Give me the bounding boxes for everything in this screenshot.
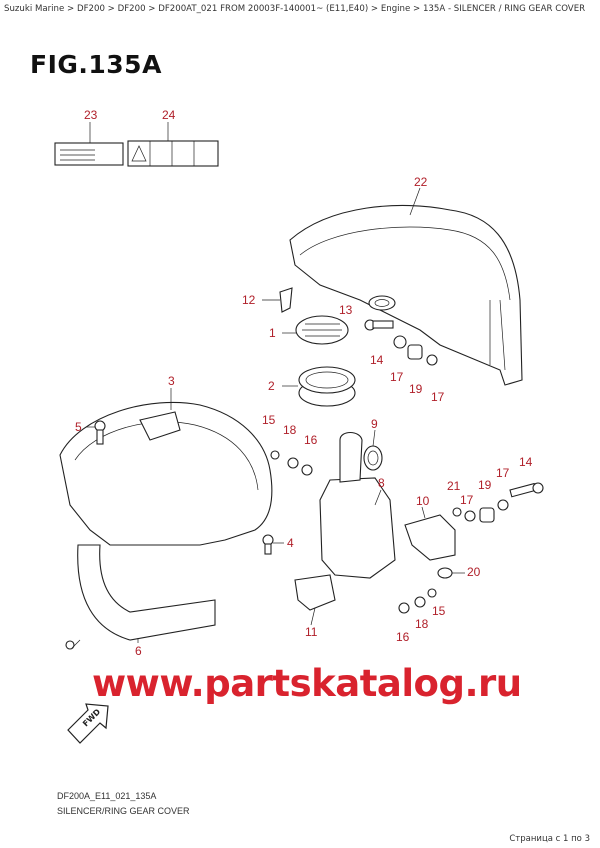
callout-8: 8 [378, 476, 385, 490]
bolt-4 [262, 534, 284, 555]
callout-16: 16 [304, 433, 318, 447]
callout-24: 24 [162, 108, 176, 122]
breadcrumb[interactable]: Suzuki Marine > DF200 > DF200 > DF200AT_… [4, 4, 586, 14]
callout-9: 9 [371, 417, 378, 431]
callout-3: 3 [168, 374, 175, 388]
callout-23: 23 [84, 108, 98, 122]
callout-15b: 15 [432, 604, 446, 618]
callout-10: 10 [416, 494, 430, 508]
callout-2: 2 [268, 379, 275, 393]
callout-1: 1 [269, 326, 276, 340]
warning-label-23 [54, 122, 124, 166]
bracket-11 [294, 574, 336, 626]
filter-1 [282, 315, 349, 345]
clip-20 [437, 567, 465, 579]
callout-17d: 17 [496, 466, 510, 480]
bolt-washer-set-low [398, 588, 437, 614]
bolt-5 [86, 420, 106, 445]
callout-14: 14 [370, 353, 384, 367]
callout-19: 19 [409, 382, 423, 396]
callout-20: 20 [467, 565, 481, 579]
callout-16b: 16 [396, 630, 410, 644]
warning-label-24 [127, 122, 219, 167]
callout-17c: 17 [460, 493, 474, 507]
callout-11: 11 [305, 625, 318, 639]
bolt-7 [65, 639, 81, 650]
fwd-arrow-icon: FWD [67, 703, 109, 744]
grommet-9 [363, 429, 383, 471]
diagram-caption: SILENCER/RING GEAR COVER [57, 806, 190, 816]
bolt-washer-set-top [364, 319, 438, 366]
callout-21: 21 [447, 479, 461, 493]
callout-17: 17 [390, 370, 404, 384]
callout-13: 13 [339, 303, 353, 317]
silencer-case-22 [289, 187, 523, 386]
callout-14b: 14 [519, 455, 533, 469]
callout-numbers: 23 24 22 12 13 1 14 17 19 17 2 3 9 15 18… [75, 108, 533, 658]
callout-17b: 17 [431, 390, 445, 404]
callout-18: 18 [283, 423, 297, 437]
grommet-13 [368, 295, 396, 311]
ring-2 [282, 366, 356, 407]
figure-title: FIG.135A [30, 50, 162, 79]
ring-gear-cover-6 [77, 544, 216, 643]
callout-15: 15 [262, 413, 276, 427]
callout-18b: 18 [415, 617, 429, 631]
callout-19b: 19 [478, 478, 492, 492]
callout-12: 12 [242, 293, 256, 307]
part-12 [262, 287, 293, 313]
callout-4: 4 [287, 536, 294, 550]
ring-gear-cover-3 [59, 388, 273, 546]
bolt-washer-set-right [452, 482, 544, 523]
callout-22: 22 [414, 175, 428, 189]
watermark: www.partskatalog.ru [92, 662, 522, 705]
bolt-washer-set-mid [270, 450, 313, 476]
callout-6: 6 [135, 644, 142, 658]
diagram-code: DF200A_E11_021_135A [57, 791, 157, 801]
bracket-10 [404, 506, 456, 561]
callout-5: 5 [75, 420, 82, 434]
silencer-8 [319, 431, 396, 579]
pagination: Страница с 1 по 3 [509, 834, 590, 844]
